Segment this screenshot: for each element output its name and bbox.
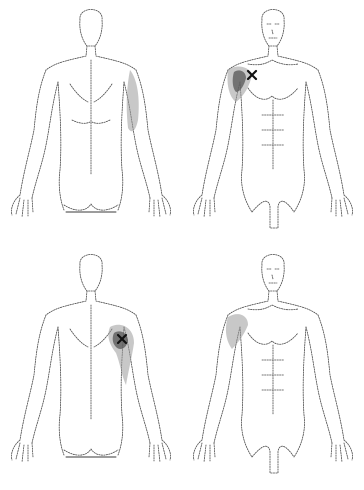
referred-pain-area bbox=[127, 70, 139, 131]
body-back-figure bbox=[0, 245, 182, 490]
body-back-figure bbox=[0, 0, 182, 245]
body-front-figure bbox=[182, 0, 364, 245]
body-front-figure bbox=[182, 245, 364, 490]
body-outline bbox=[11, 10, 170, 218]
panel-back-view-bottom bbox=[0, 245, 182, 490]
panel-back-view-top bbox=[0, 0, 182, 245]
body-outline bbox=[11, 255, 170, 463]
panel-front-view-bottom bbox=[182, 245, 364, 490]
body-outline bbox=[193, 10, 352, 229]
panel-front-view-top bbox=[182, 0, 364, 245]
referred-pain-area bbox=[226, 314, 248, 349]
body-outline bbox=[193, 255, 352, 474]
